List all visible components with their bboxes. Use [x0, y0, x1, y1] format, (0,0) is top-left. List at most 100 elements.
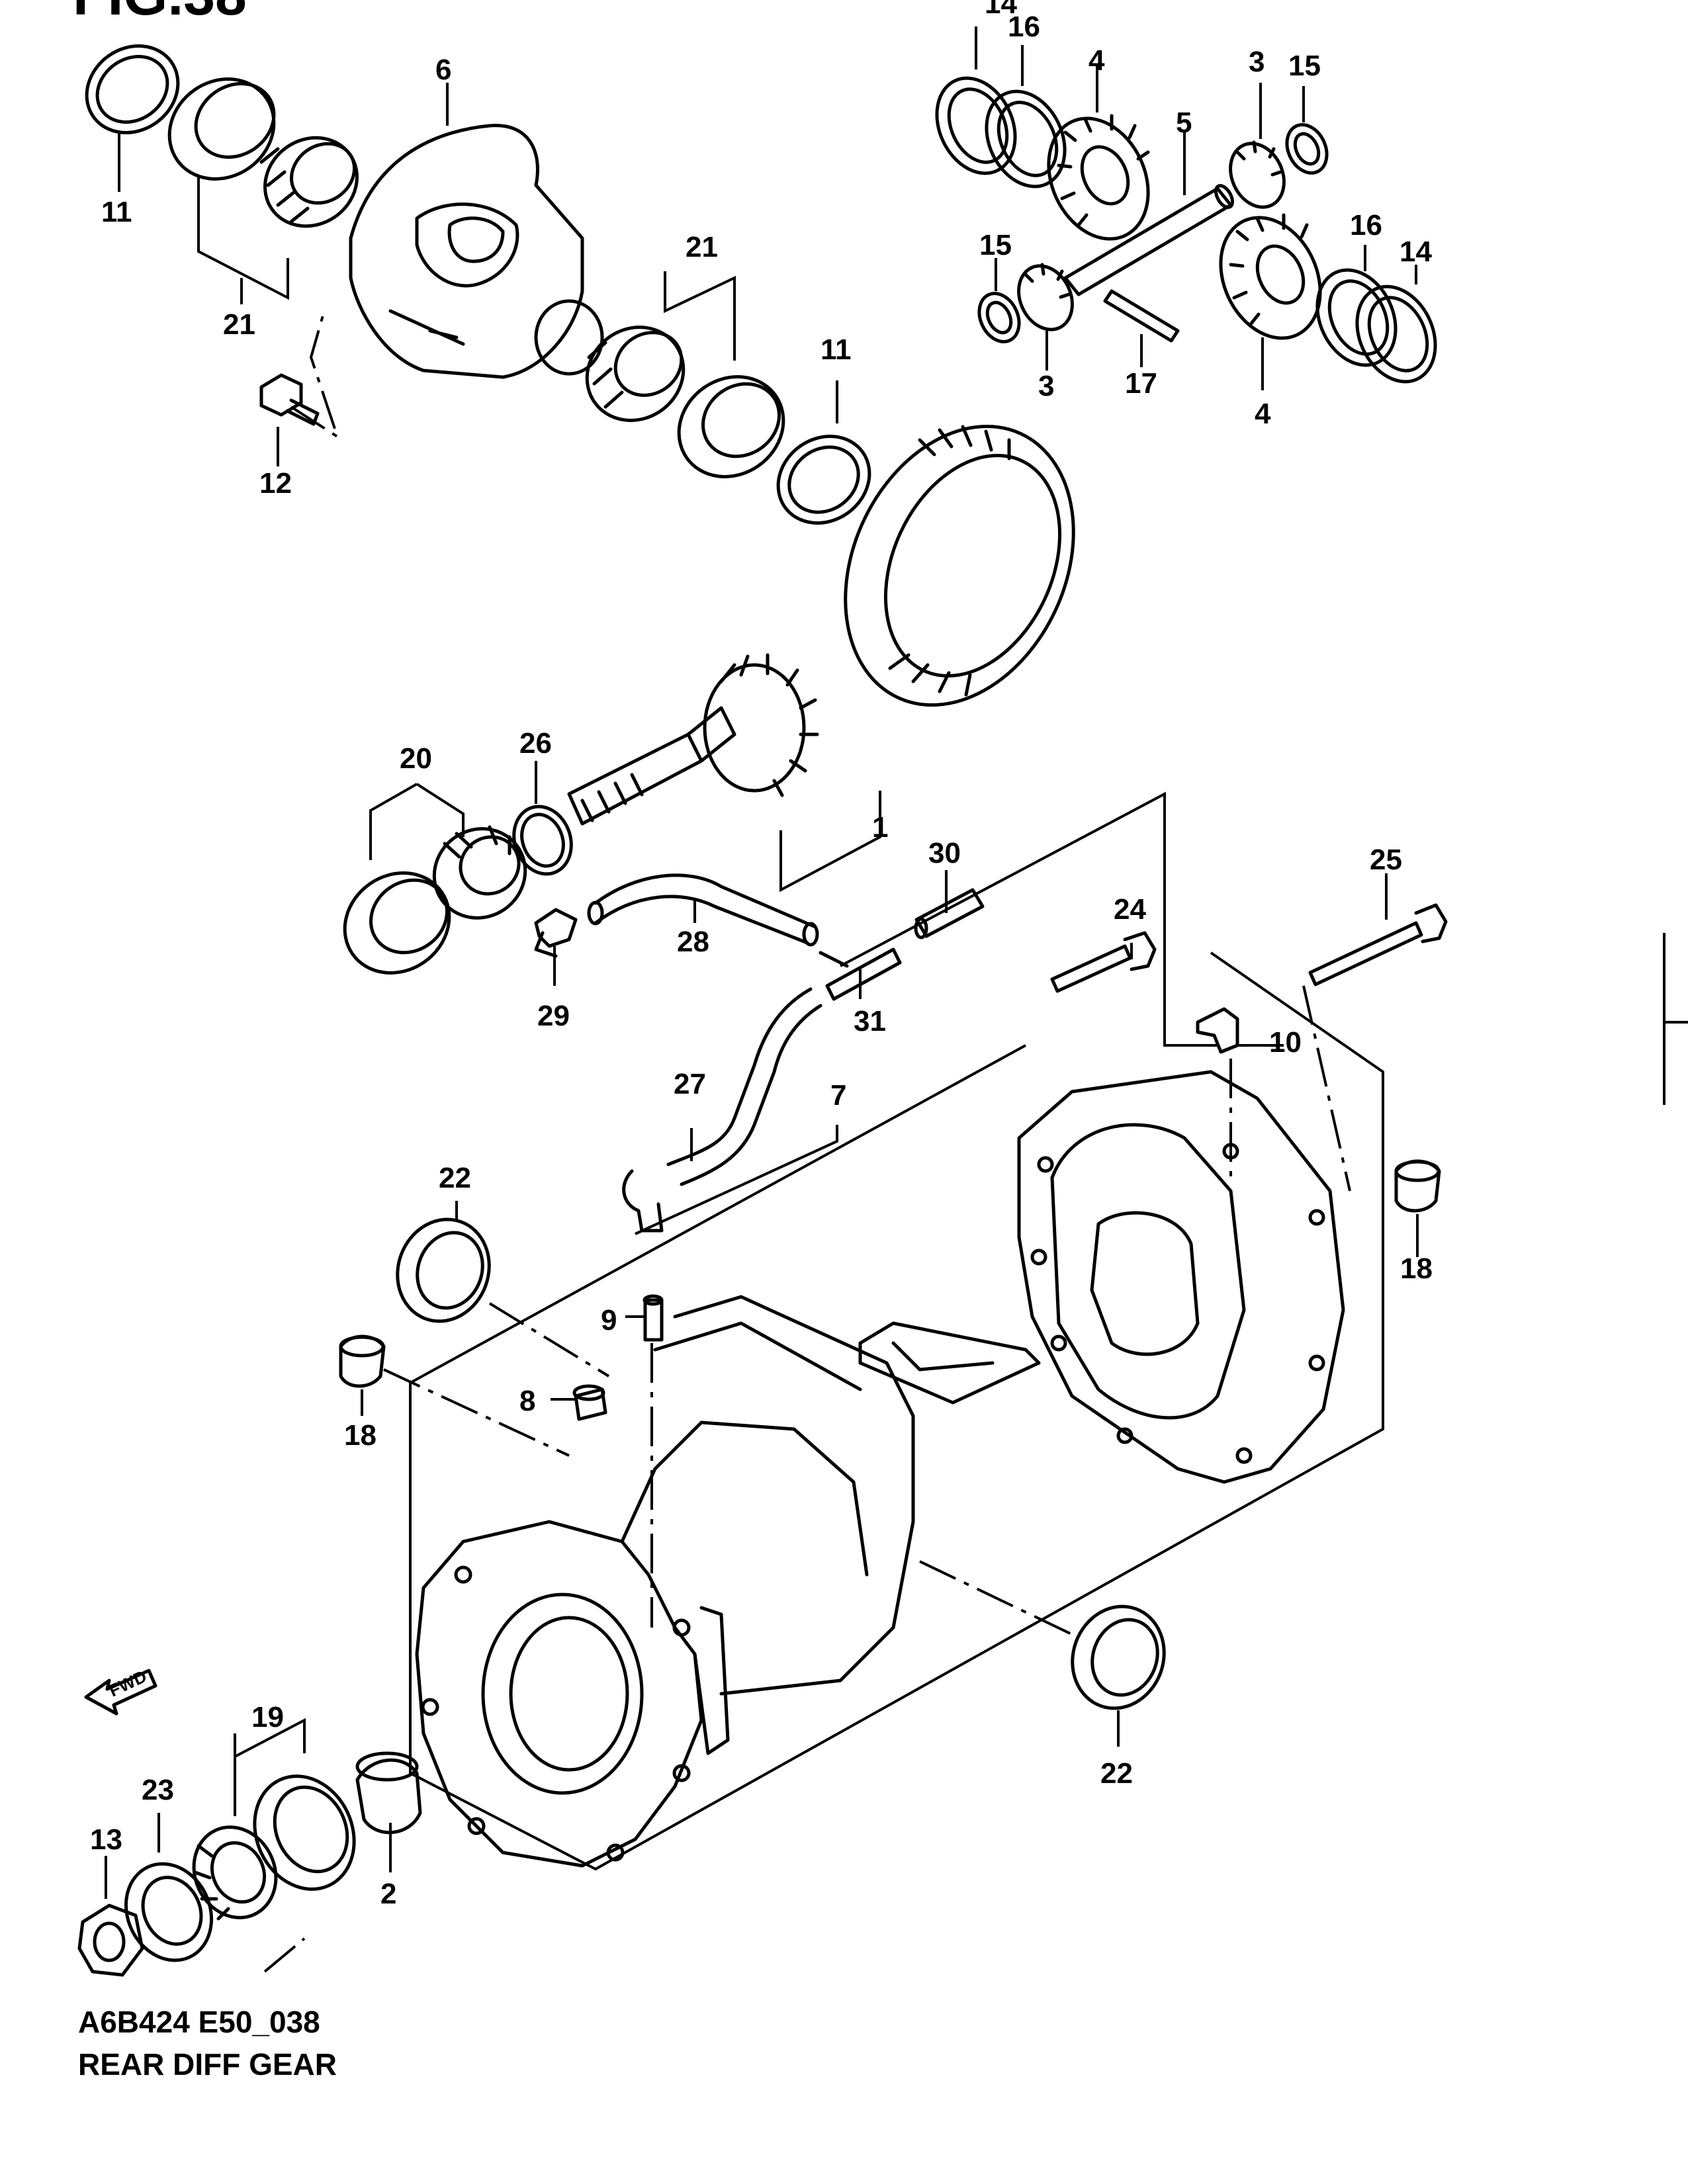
callout-18: 18	[1400, 1252, 1433, 1285]
breather-hose-part-27	[622, 987, 822, 1233]
oil-seal-part-22	[396, 1217, 491, 1323]
callout-1: 1	[872, 811, 888, 844]
differential-case-part-6	[349, 124, 604, 379]
callout-16: 16	[1008, 11, 1040, 43]
diff-carrier-housing-part-7	[415, 1295, 915, 1868]
housing-group-outline	[409, 951, 1384, 1871]
breather-hose-part-28	[587, 873, 819, 947]
callout-31: 31	[854, 1005, 886, 1037]
axis-line-left-bushing	[383, 1368, 570, 1457]
callout-8: 8	[519, 1385, 535, 1417]
bolt-part-24	[1050, 931, 1157, 993]
side-gear-part-4-bottom	[1219, 213, 1322, 340]
fwd-label: FWD	[106, 1666, 150, 1700]
housing-group-outline-top	[410, 1044, 1026, 1384]
crop-mark	[1663, 933, 1688, 1105]
callout-30: 30	[928, 837, 961, 869]
shim-part-16-bottom	[1315, 268, 1398, 367]
callout-24: 24	[1114, 893, 1146, 926]
callout-25: 25	[1370, 844, 1402, 876]
shim-part-16-top	[985, 89, 1067, 189]
fwd-direction-arrow: FWD	[84, 1666, 157, 1716]
callout-28: 28	[677, 926, 709, 958]
bushing-part-18-right	[1394, 1159, 1441, 1213]
shim-part-11	[85, 44, 180, 134]
pin-part-9	[643, 1294, 664, 1342]
bolt-part-12	[259, 373, 320, 426]
callout-14: 14	[985, 0, 1017, 20]
callout-23: 23	[142, 1774, 174, 1806]
bearing-cone-part-19	[192, 1825, 278, 1921]
side-gear-part-4-top	[1047, 114, 1150, 241]
callout-29: 29	[537, 1000, 570, 1032]
bearing-cone-part-20	[432, 825, 527, 920]
bearing-outer-race-part-21-right	[677, 375, 785, 478]
bracket-plate	[858, 1321, 1041, 1405]
callout-21: 21	[686, 231, 718, 263]
bearing-cone-part-21-right	[585, 326, 686, 422]
callout-13: 13	[90, 1823, 122, 1856]
callout-15: 15	[1288, 50, 1321, 82]
axis-line-left-seal	[488, 1302, 610, 1377]
thrust-washer-part-15-top	[1285, 123, 1329, 175]
axis-line-flange	[263, 1937, 306, 1973]
bushing-part-18-left	[339, 1334, 386, 1388]
callout-5: 5	[1176, 107, 1192, 139]
callout-19: 19	[251, 1701, 284, 1733]
axis-line-bolt-25	[1302, 985, 1351, 1192]
drawing-code: A6B424 E50_038	[78, 2005, 320, 2039]
bearing-outer-race-part-19	[253, 1774, 356, 1891]
callout-11: 11	[101, 196, 132, 228]
washer-part-23	[124, 1862, 214, 1962]
callout-3: 3	[1249, 46, 1265, 78]
pinion-shaft-part-5	[1063, 184, 1234, 296]
thrust-washer-part-15-bottom	[977, 292, 1021, 343]
oil-seal-part-22-lower	[1071, 1604, 1166, 1710]
bearing-outer-race-part-21	[167, 77, 276, 181]
axis-line-right-seal	[919, 1560, 1079, 1639]
callout-27: 27	[674, 1068, 706, 1100]
bolt-part-25	[1308, 903, 1448, 986]
figure-title: FIG.38	[73, 0, 247, 27]
callout-18: 18	[344, 1419, 377, 1452]
shim-part-11-right	[776, 435, 871, 525]
callout-3: 3	[1038, 370, 1054, 402]
callout-9: 9	[601, 1304, 617, 1336]
callout-22: 22	[1100, 1757, 1133, 1790]
axis-line-bolt-12	[290, 310, 340, 440]
bearing-cone-part-21	[259, 136, 359, 228]
callout-7: 7	[830, 1079, 846, 1112]
callout-21: 21	[223, 308, 255, 341]
callout-4: 4	[1255, 398, 1271, 430]
callout-4: 4	[1088, 44, 1105, 77]
callout-15: 15	[979, 229, 1012, 261]
callout-17: 17	[1125, 367, 1157, 400]
pipe-part-30	[914, 888, 985, 939]
callout-14: 14	[1399, 236, 1432, 268]
spacer-part-26	[512, 805, 573, 876]
drive-pinion-part-1	[567, 653, 819, 826]
callout-16: 16	[1350, 209, 1382, 241]
pinion-gear-part-3-top	[1229, 140, 1286, 209]
callout-labels: 14 16 4 3 15 5 16 14 15 3 17 4 6 11 21 1…	[90, 0, 1433, 1910]
leader-lines	[105, 26, 1419, 1899]
diff-carrier-cover-part-7	[1017, 1070, 1345, 1484]
plug-part-8	[572, 1384, 607, 1421]
callout-11: 11	[821, 333, 852, 366]
callout-20: 20	[400, 742, 432, 775]
callout-2: 2	[380, 1878, 396, 1910]
diagram-caption: REAR DIFF GEAR	[78, 2047, 337, 2081]
callout-26: 26	[519, 727, 552, 760]
hose-clip-part-29	[534, 908, 578, 958]
callout-6: 6	[435, 54, 451, 86]
callout-22: 22	[439, 1162, 471, 1194]
shim-part-14-bottom	[1355, 284, 1437, 384]
nut-part-13	[77, 1903, 144, 1977]
bearing-outer-race-part-20	[343, 871, 451, 975]
breather-elbow-part-10	[1196, 1007, 1239, 1054]
lock-pin-part-17	[1103, 289, 1180, 343]
companion-flange-part-2	[355, 1751, 422, 1835]
callout-12: 12	[259, 467, 292, 500]
pinion-gear-part-3-bottom	[1017, 263, 1074, 331]
